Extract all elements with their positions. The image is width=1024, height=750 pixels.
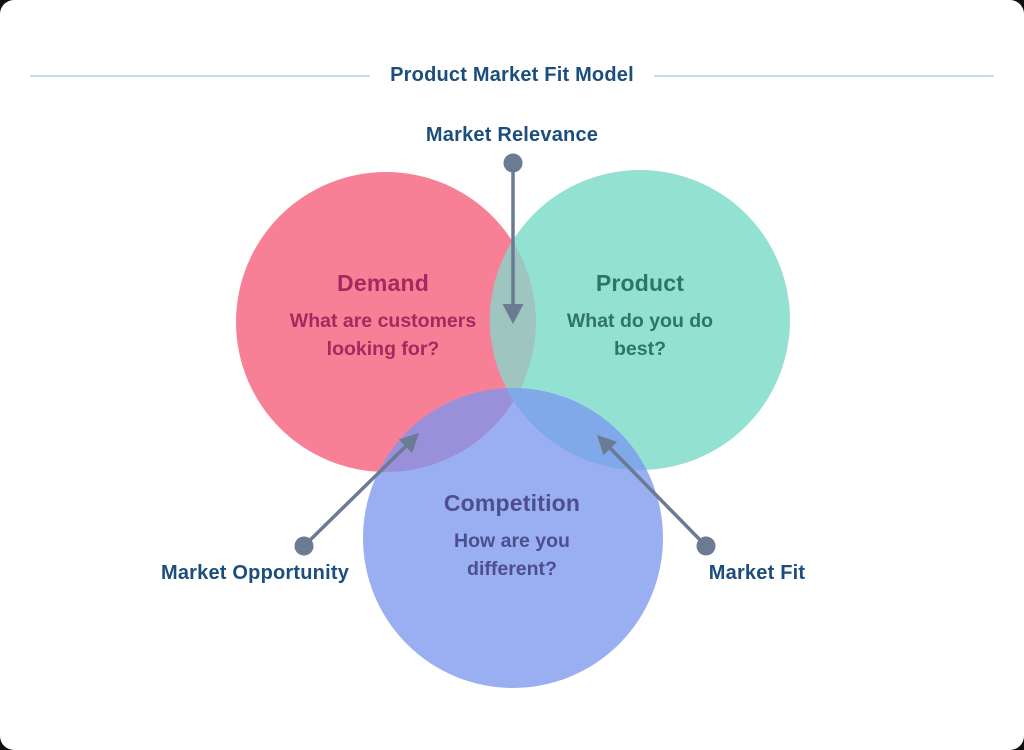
demand-question: What are customers looking for? (289, 310, 477, 360)
competition-title: Competition (443, 490, 581, 516)
demand-text-block: Demand What are customers looking for? (253, 270, 513, 363)
competition-circle (363, 388, 663, 688)
arrow-head-icon (398, 433, 419, 454)
arrow-line (302, 444, 408, 548)
product-circle (490, 170, 790, 470)
title-divider-left (30, 74, 371, 77)
market-relevance-arrow (502, 153, 524, 324)
arrow-head-icon (502, 304, 524, 324)
product-title: Product (595, 270, 685, 296)
competition-text-block: Competition How are you different? (427, 490, 597, 583)
market-fit-label: Market Fit (708, 562, 806, 584)
product-text-block: Product What do you do best? (560, 270, 720, 363)
arrow-line (608, 446, 708, 548)
demand-circle (236, 172, 536, 472)
title-divider-right (653, 74, 994, 77)
market-relevance-label: Market Relevance (425, 124, 599, 146)
competition-question: How are you different? (454, 530, 570, 580)
page-title: Product Market Fit Model (390, 64, 634, 86)
market-opportunity-arrow (294, 433, 419, 556)
arrow-head-icon (597, 435, 618, 456)
product-question: What do you do best? (566, 310, 714, 360)
market-opportunity-label: Market Opportunity (160, 562, 350, 584)
market-fit-arrow (597, 435, 716, 556)
title-row: Product Market Fit Model (0, 64, 1024, 87)
demand-title: Demand (337, 270, 429, 296)
